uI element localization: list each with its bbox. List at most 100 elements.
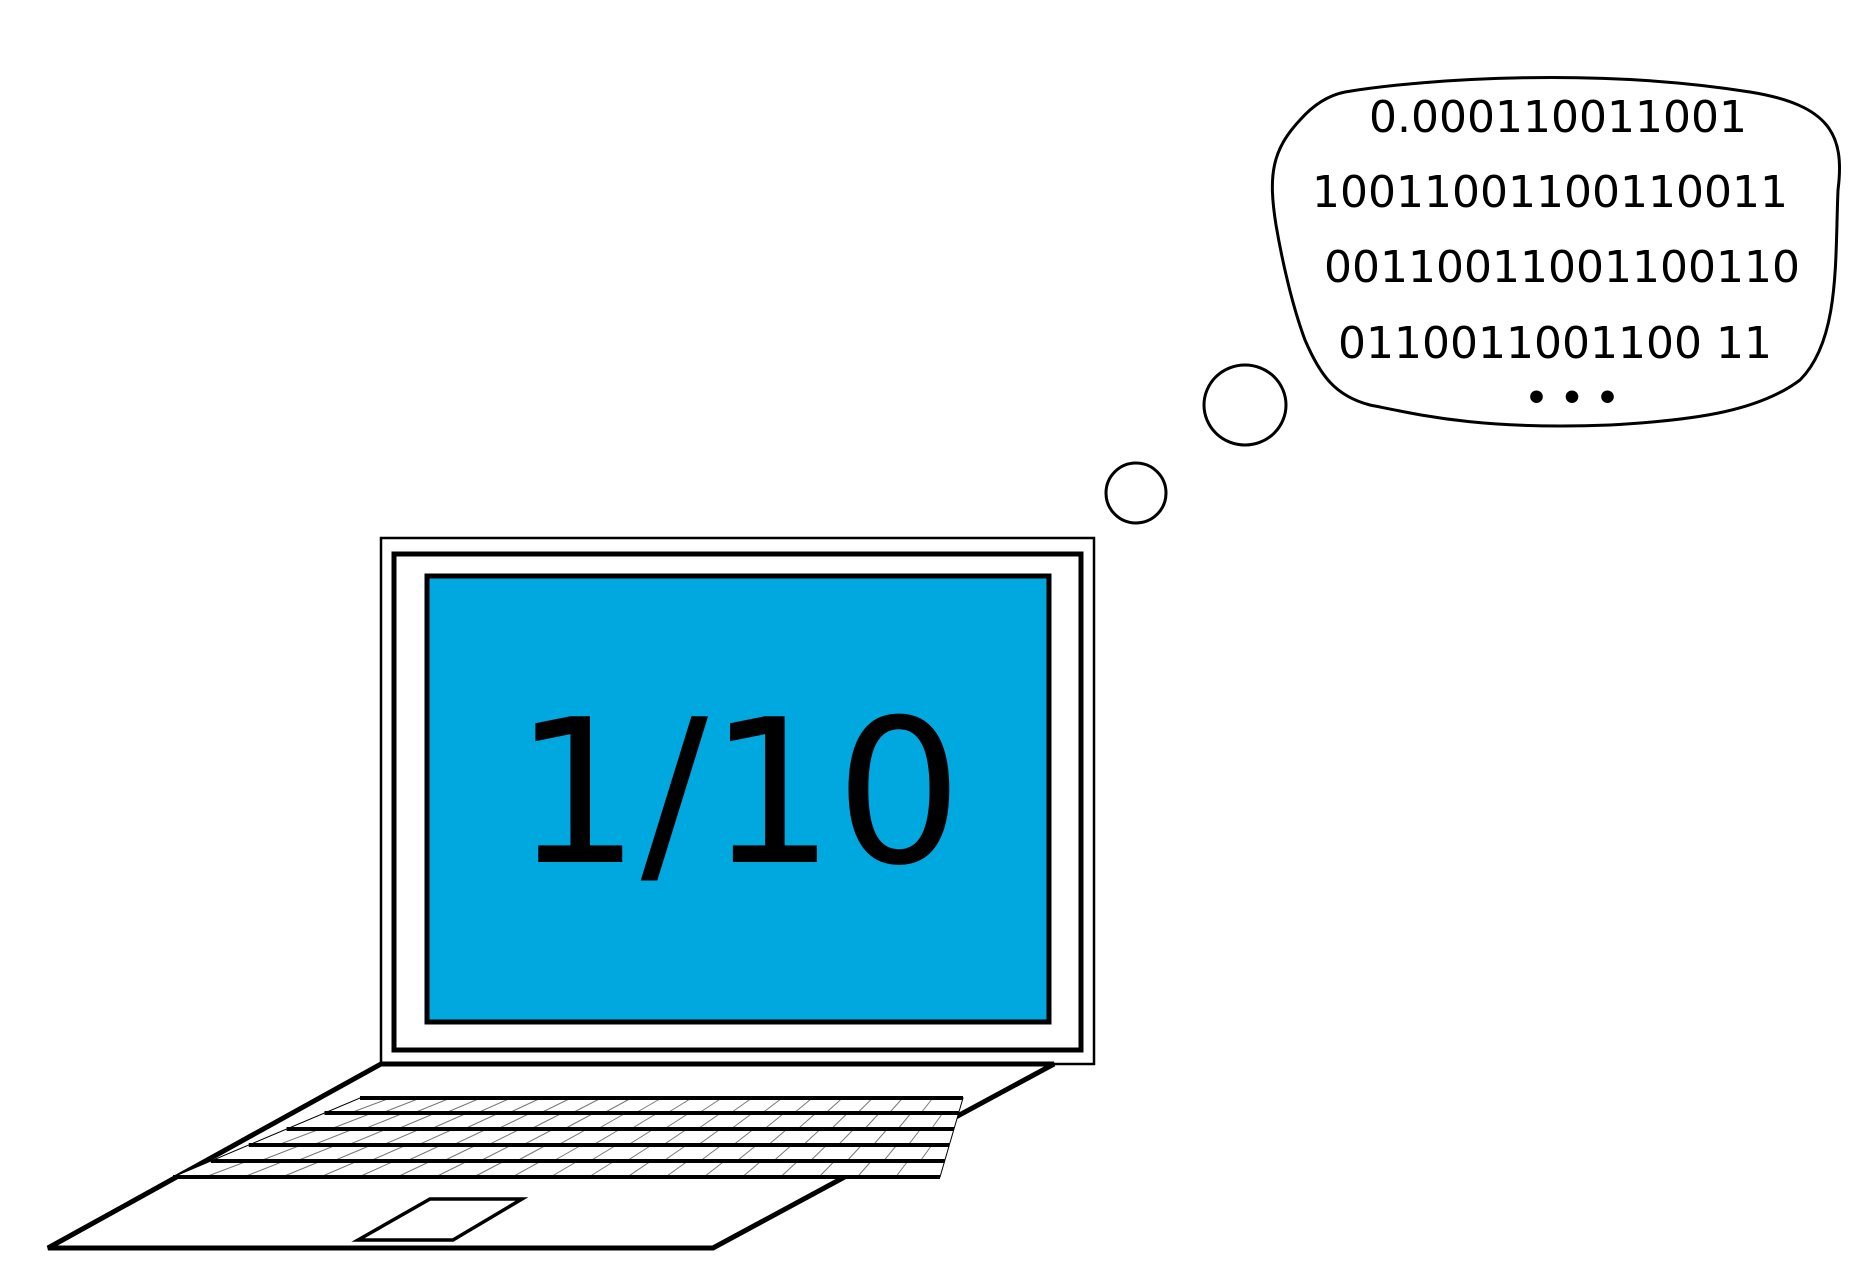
keyboard-key-divider xyxy=(802,1128,821,1146)
keyboard-key-divider xyxy=(698,1097,723,1114)
keyboard-key-divider xyxy=(907,1128,922,1146)
keyboard-key-divider xyxy=(540,1097,572,1114)
keyboard-key-divider xyxy=(662,1128,688,1146)
keyboard-key-divider xyxy=(857,1097,873,1114)
keyboard-key-divider xyxy=(773,1144,793,1162)
keyboard-key-divider xyxy=(872,1128,888,1146)
laptop-screen xyxy=(424,573,1052,1025)
keyboard-key-divider xyxy=(588,1160,615,1178)
keyboard-key-divider xyxy=(333,1144,372,1162)
keyboard-key-divider xyxy=(243,1160,285,1178)
keyboard-key-divider xyxy=(281,1160,322,1178)
keyboard-key-divider xyxy=(406,1144,442,1162)
keyboard-key-divider xyxy=(830,1112,849,1130)
keyboard-key-divider xyxy=(571,1097,602,1114)
keyboard-key-divider xyxy=(895,1160,909,1178)
keyboard-key-divider xyxy=(667,1097,692,1114)
keyboard-key-divider xyxy=(888,1097,904,1114)
keyboard-key-divider xyxy=(793,1097,813,1114)
keyboard-key-divider xyxy=(511,1160,542,1178)
keyboard-key-divider xyxy=(277,1128,321,1146)
keyboard-key-divider xyxy=(430,1112,468,1130)
keyboard-key-divider xyxy=(630,1112,658,1130)
keyboard-key-divider xyxy=(626,1160,652,1178)
keyboard xyxy=(172,1096,964,1179)
keyboard-key-divider xyxy=(320,1160,358,1178)
keyboard-key-divider xyxy=(592,1128,621,1146)
keyboard-key-divider xyxy=(697,1128,721,1146)
keyboard-key-divider xyxy=(762,1097,783,1114)
keyboard-key-divider xyxy=(920,1097,934,1114)
keyboard-key-divider xyxy=(497,1112,531,1130)
keyboard-key-divider xyxy=(473,1160,505,1178)
keyboard-key-divider xyxy=(296,1144,337,1162)
keyboard-key-divider xyxy=(603,1097,632,1114)
keyboard-key-divider xyxy=(883,1144,898,1162)
keyboard-key-divider xyxy=(516,1144,547,1162)
keyboard-key-divider xyxy=(732,1128,755,1146)
thought-line-4: 0110011001100 11 xyxy=(1338,318,1772,369)
keyboard-key-divider xyxy=(369,1144,407,1162)
keyboard-key-divider xyxy=(741,1160,762,1178)
keyboard-key-divider xyxy=(358,1160,395,1178)
keyboard-key-divider xyxy=(522,1128,554,1146)
keyboard-key-divider xyxy=(463,1112,500,1130)
keyboard-key-divider xyxy=(476,1097,511,1114)
keyboard-key-divider xyxy=(736,1144,757,1162)
keyboard-key-divider xyxy=(413,1097,451,1114)
keyboard-key-divider xyxy=(703,1160,725,1178)
keyboard-key-divider xyxy=(767,1128,788,1146)
keyboard-key-divider xyxy=(312,1128,354,1146)
keyboard-key-divider xyxy=(347,1128,387,1146)
keyboard-key-divider xyxy=(363,1112,404,1130)
keyboard-key-divider xyxy=(589,1144,617,1162)
keyboard-key-divider xyxy=(259,1144,302,1162)
keyboard-key-divider xyxy=(350,1097,391,1114)
keyboard-key-divider xyxy=(730,1112,753,1130)
keyboard-key-divider xyxy=(897,1112,912,1130)
screen-fraction: 1/10 xyxy=(513,677,962,910)
keyboard-key-divider xyxy=(557,1128,588,1146)
keyboard-key-divider xyxy=(397,1112,436,1130)
keyboard-key-divider xyxy=(452,1128,488,1146)
keyboard-key-divider xyxy=(699,1144,722,1162)
keyboard-key-divider xyxy=(550,1160,579,1178)
keyboard-key-divider xyxy=(930,1112,944,1130)
keyboard-key-divider xyxy=(381,1097,421,1114)
keyboard-key-divider xyxy=(417,1128,454,1146)
keyboard-key-divider xyxy=(864,1112,880,1130)
thought-line-2: 10011001100110011 xyxy=(1312,167,1788,218)
thought-ellipsis: • • • xyxy=(1525,378,1619,419)
keyboard-key-divider xyxy=(846,1144,863,1162)
keyboard-key-divider xyxy=(597,1112,626,1130)
keyboard-key-divider xyxy=(663,1144,687,1162)
keyboard-key-divider xyxy=(664,1112,690,1130)
keyboard-key-divider xyxy=(856,1160,872,1178)
keyboard-key-divider xyxy=(635,1097,662,1114)
thought-circle-small xyxy=(1104,461,1168,525)
keyboard-key-divider xyxy=(564,1112,595,1130)
trackpad xyxy=(351,1197,529,1242)
keyboard-key-divider xyxy=(627,1128,654,1146)
keyboard-keys xyxy=(205,1097,944,1178)
keyboard-key-divider xyxy=(665,1160,689,1178)
keyboard-rows xyxy=(173,1096,963,1179)
keyboard-key-divider xyxy=(435,1160,468,1178)
keyboard-key-divider xyxy=(443,1144,477,1162)
keyboard-key-divider xyxy=(730,1097,753,1114)
thought-line-1: 0.000110011001 xyxy=(1369,92,1747,143)
keyboard-key-divider xyxy=(487,1128,521,1146)
keyboard-key-divider xyxy=(445,1097,481,1114)
thought-line-3: 00110011001100110 xyxy=(1324,242,1800,293)
keyboard-key-divider xyxy=(396,1160,432,1178)
keyboard-key-divider xyxy=(919,1144,933,1162)
keyboard-key-divider xyxy=(508,1097,542,1114)
keyboard-key-divider xyxy=(818,1160,835,1178)
thought-circle-large xyxy=(1202,363,1288,447)
keyboard-key-divider xyxy=(697,1112,722,1130)
thought-cloud xyxy=(1270,76,1842,428)
keyboard-key-divider xyxy=(764,1112,785,1130)
keyboard-key-divider xyxy=(780,1160,799,1178)
